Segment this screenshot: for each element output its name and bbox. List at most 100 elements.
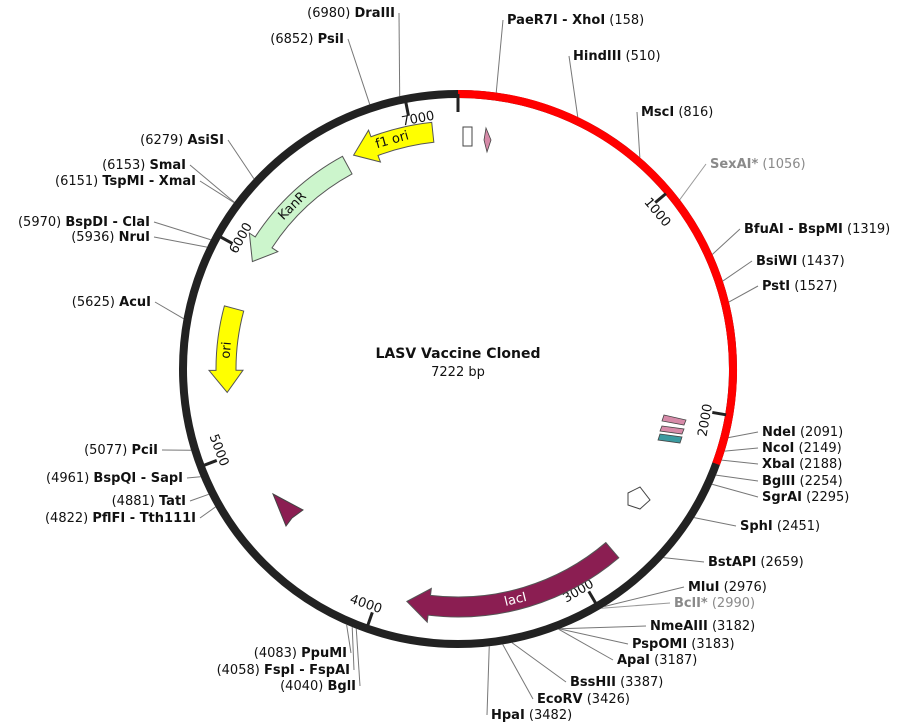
site-position: (510) [621,49,660,64]
site-position: (6852) [270,32,317,47]
site-position: (2188) [795,457,842,472]
site-position: (3426) [583,692,630,707]
site-name: BspQI - SapI [93,471,183,486]
site-position: (6279) [140,133,187,148]
site-label: (5936) NruI [71,230,150,245]
site-position: (2976) [719,580,766,595]
site-name: NruI [119,230,150,245]
feature-laci-arrow [406,541,620,624]
site-label: (6153) SmaI [102,158,186,173]
site-label: ApaI (3187) [617,653,697,668]
site-leader-line [154,301,184,320]
site-label: (4961) BspQI - SapI [46,471,183,486]
site-label: (5077) PciI [84,443,158,458]
site-leader-line [711,483,759,498]
site-leader-line [486,646,490,716]
scale-tick-6000 [219,235,234,245]
site-position: (3182) [708,619,755,634]
site-position: (5625) [72,295,119,310]
site-label: (6279) AsiSI [140,133,224,148]
feature-label: lacI [503,590,529,610]
site-name: AsiSI [188,133,224,148]
site-label: EcoRV (3426) [537,692,630,707]
site-name: MscI [641,105,674,120]
scale-tick-4000 [366,611,374,627]
site-name: AcuI [119,295,151,310]
site-position: (4040) [280,679,327,694]
site-label: BssHII (3387) [570,675,663,690]
site-position: (3183) [687,637,734,652]
site-leader-line [712,228,741,255]
site-leader-line [502,644,534,700]
site-leader-line [728,285,759,303]
site-name: PflFI - Tth111I [92,511,196,526]
site-label: HindIII (510) [573,49,661,64]
site-label: HpaI (3482) [491,708,572,723]
site-leader-line [663,557,705,563]
site-name: PaeR7I - XhoI [507,13,605,28]
promoter-marker [462,126,473,147]
site-leader-line [186,476,201,479]
lacO-marker-3 [659,425,685,435]
scale-tick-label: 2000 [696,403,716,438]
site-name: PpuMI [301,646,347,661]
lacO-marker-2 [661,414,687,426]
site-name: BglI [327,679,356,694]
plasmid-title: LASV Vaccine Cloned [376,346,541,362]
site-label: SgrAI (2295) [762,490,849,505]
site-name: MluI [688,580,719,595]
site-name: TspMI - XmaI [102,174,196,189]
site-position: (2149) [794,441,841,456]
site-position: (2659) [756,555,803,570]
site-label: SphI (2451) [740,519,820,534]
site-leader-line [694,517,737,527]
site-position: (816) [674,105,713,120]
site-position: (3387) [616,675,663,690]
site-position: (2451) [773,519,820,534]
minor-features [272,126,687,528]
site-position: (1056) [758,157,805,172]
site-label: BstAPI (2659) [708,555,804,570]
site-name: PstI [762,279,790,294]
feature-label: ori [219,341,235,359]
site-leader-line [679,163,707,200]
feature-ori-arrow [207,305,245,394]
site-position: (4881) [112,494,159,509]
site-position: (2254) [795,474,842,489]
scale-tick-7000 [404,101,410,117]
promoter-marker-2 [627,486,651,510]
scale-tick-label: 1000 [641,195,674,230]
site-leader-line [227,139,255,180]
site-name: PsiI [318,32,344,47]
site-leader-line [199,180,235,204]
site-name: HindIII [573,49,621,64]
site-leader-line [604,586,685,607]
site-label: NdeI (2091) [762,425,843,440]
site-leader-line [724,447,759,452]
site-position: (5077) [84,443,131,458]
site-position: (2295) [802,490,849,505]
site-label: (4083) PpuMI [254,646,347,661]
site-leader-line [559,628,629,645]
plasmid-length: 7222 bp [431,365,485,380]
site-label: MscI (816) [641,105,713,120]
site-position: (4961) [46,471,93,486]
site-position: (5936) [71,230,118,245]
site-leader-line [495,19,504,93]
site-name: NmeAIII [650,619,708,634]
site-label: (4822) PflFI - Tth111I [45,511,196,526]
site-name: BssHII [570,675,616,690]
site-label: (6151) TspMI - XmaI [55,174,196,189]
site-position: (4083) [254,646,301,661]
site-label: NcoI (2149) [762,441,842,456]
site-position: (6153) [102,158,149,173]
insert-arc [457,90,737,466]
site-label: (6980) DraIII [307,6,395,21]
site-leader-line [728,431,759,439]
site-name: SexAI* [710,157,758,172]
site-label: BsiWI (1437) [756,254,845,269]
site-label: NmeAIII (3182) [650,619,755,634]
site-position: (6980) [307,6,354,21]
site-position: (1319) [843,222,890,237]
